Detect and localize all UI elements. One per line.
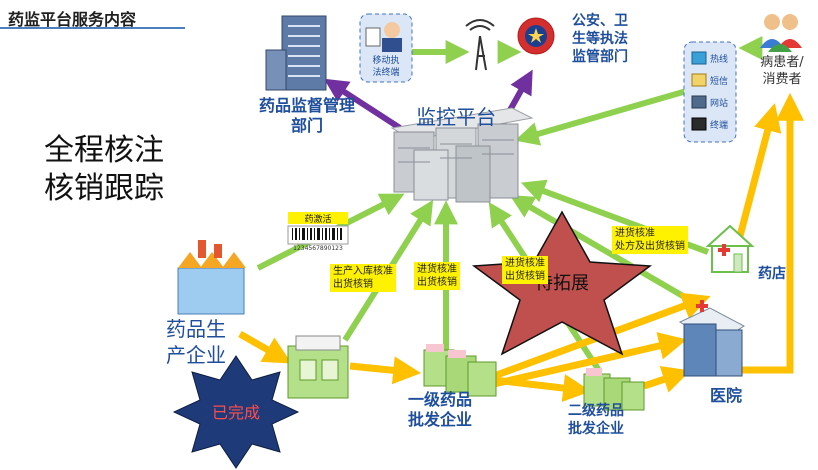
mobile-terminal: 移动执 法终端 [359, 13, 413, 83]
fda-building [265, 15, 327, 91]
barcode-label: 药激活 [304, 213, 331, 225]
pharmacy-icon [705, 224, 755, 273]
patients-label-line1: 病患者/ [760, 55, 804, 70]
police-label: 公安、卫 生等执法 监管部门 [572, 12, 642, 66]
mobile-label-line1: 移动执 [372, 54, 399, 66]
tag-pharmacy-line1: 进货核准 [615, 228, 655, 239]
tag-wholesaler2-line1: 进货核准 [505, 258, 545, 269]
patients-label: 病患者/ 消费者 [752, 54, 812, 88]
warehouse-boxes [287, 335, 349, 399]
wholesaler2-boxes [583, 368, 645, 411]
pharmacy-label: 药店 [758, 266, 786, 282]
arrow-platform-to-fda [323, 78, 402, 131]
manufacturer-label: 药品生 产企业 [166, 316, 246, 368]
platform-label: 监控平台 [416, 105, 496, 129]
fda-label-line1: 药品监督管理 [258, 96, 355, 115]
channel-sms: 短信 [710, 75, 728, 87]
platform-servers [390, 107, 534, 203]
channel-hotline: 热线 [710, 53, 728, 65]
hospital-icon [678, 300, 745, 377]
mobile-label-line2: 法终端 [372, 66, 399, 78]
side-caption: 全程核注 核销跟踪 [44, 132, 164, 208]
wholesaler1-label-line2: 批发企业 [407, 410, 472, 429]
wholesaler1-label: 一级药品 批发企业 [400, 390, 480, 430]
tag-pharmacy-line2: 处方及出货核销 [615, 241, 685, 252]
tag-wholesaler1-line1: 进货核准 [417, 264, 457, 275]
star-label: 待拓展 [535, 273, 589, 294]
tag-wholesaler2: 进货核准 出货核销 [502, 256, 548, 284]
side-caption-line2: 核销跟踪 [44, 171, 164, 206]
arrow-hospital-to-platform [509, 195, 702, 309]
barcode-digits: 1234567890123 [293, 245, 343, 252]
orange-arrows [238, 92, 804, 402]
wholesaler1-label-line1: 一级药品 [407, 390, 472, 409]
arrow-wholesaler1-to-hospital [493, 332, 687, 388]
tag-wholesaler1-line2: 出货核销 [417, 277, 457, 288]
arrow-pharmacy-to-patients [736, 103, 782, 237]
arrow-hospital-to-patients [740, 92, 804, 374]
police-label-line1: 公安、卫 [572, 13, 628, 29]
police-label-line2: 生等执法 [572, 31, 628, 47]
barcode: 药激活 1234567890123 [287, 212, 349, 252]
patients-label-line2: 消费者 [762, 72, 802, 87]
wholesaler2-label: 二级药品 批发企业 [556, 402, 636, 438]
arrow-wholesaler2-to-hospital [642, 366, 691, 393]
police-badge-icon [517, 17, 555, 55]
completed-burst: 已完成 [172, 355, 300, 469]
arrow-manufacturer-to-warehouse [238, 330, 292, 364]
police-label-line3: 监管部门 [572, 49, 628, 65]
channel-web: 网站 [710, 97, 728, 109]
page-title: 药监平台服务内容 [8, 10, 137, 29]
factory-icon [177, 240, 246, 315]
fda-label-line2: 部门 [290, 116, 323, 135]
tag-pharmacy: 进货核准 处方及出货核销 [612, 226, 688, 254]
arrow-warehouse-to-wholesaler1 [349, 356, 422, 385]
manufacturer-label-line2: 产企业 [166, 343, 226, 367]
tag-manufacturer-line2: 出货核销 [333, 279, 373, 290]
tag-manufacturer-line1: 生产入库核准 [333, 266, 393, 277]
patients-icon [760, 14, 802, 52]
wholesaler2-label-line2: 批发企业 [568, 421, 624, 437]
channel-terminal: 终端 [710, 119, 728, 131]
wholesaler2-label-line1: 二级药品 [568, 403, 624, 419]
antenna-icon [465, 19, 495, 71]
tag-wholesaler1: 进货核准 出货核销 [414, 262, 460, 290]
arrow-channels-to-platform [514, 87, 691, 146]
wholesaler1-boxes [423, 344, 497, 397]
burst-label: 已完成 [212, 403, 260, 422]
tag-manufacturer: 生产入库核准 出货核销 [330, 264, 396, 292]
channels-panel: 热线 短信 网站 终端 [683, 41, 737, 143]
title-underline [0, 27, 185, 29]
manufacturer-label-line1: 药品生 [166, 317, 226, 341]
side-caption-line1: 全程核注 [44, 133, 164, 168]
fda-label: 药品监督管理 部门 [252, 96, 362, 136]
expansion-star: 待拓展 [471, 210, 653, 356]
tag-wholesaler2-line2: 出货核销 [505, 271, 545, 282]
hospital-label: 医院 [709, 386, 742, 405]
